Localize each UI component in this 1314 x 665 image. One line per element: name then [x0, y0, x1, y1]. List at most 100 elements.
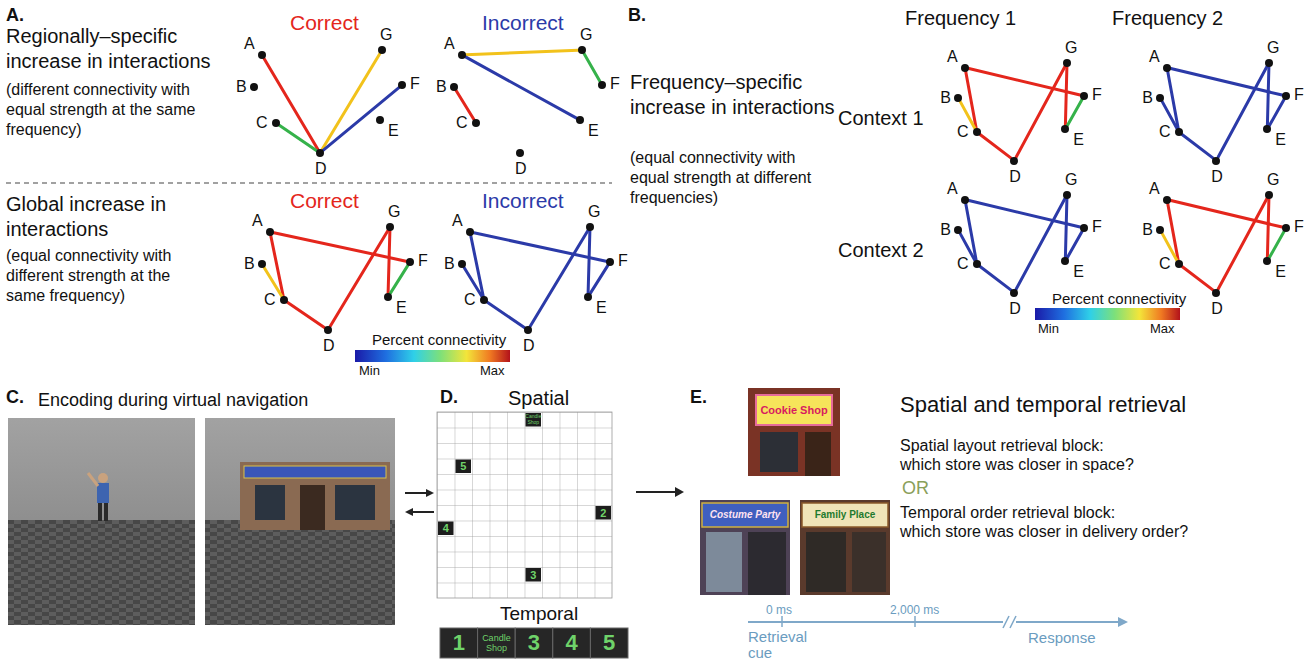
flow-arrow — [405, 508, 413, 516]
node-letter: A — [244, 35, 255, 53]
graph-node: F — [406, 258, 414, 266]
connectivity-edge — [1267, 199, 1268, 258]
node-letter: A — [947, 48, 958, 66]
store-photo — [800, 500, 890, 595]
graph-node: D — [324, 326, 332, 334]
graph-node: E — [1061, 125, 1069, 133]
connectivity-edge — [1065, 67, 1066, 126]
node-letter: A — [252, 212, 263, 230]
node-letter: A — [452, 212, 463, 230]
graph-node: B — [954, 226, 962, 234]
node-letter: F — [618, 252, 628, 270]
panel-letter: A. — [6, 4, 24, 26]
graph-node: G — [386, 223, 394, 231]
task-or-slot: OR — [902, 477, 929, 499]
store-sign-slot: Costume Party — [702, 503, 788, 527]
node-letter: B — [940, 89, 951, 107]
graph-node: G — [1265, 191, 1273, 199]
timeline-label: 2,000 ms — [890, 603, 939, 617]
condition-title-slot: Correct — [290, 188, 359, 213]
navigation-screenshot — [335, 485, 375, 520]
colorbar-tick-slot: Min — [1038, 321, 1059, 337]
panel-letter-slot: D. — [440, 386, 458, 408]
timeline — [914, 616, 916, 627]
condition-title: Incorrect — [482, 10, 564, 35]
task-question-slot: which store was closer in delivery order… — [900, 522, 1188, 541]
column-title: Frequency 2 — [1112, 6, 1223, 30]
store-photo — [806, 532, 846, 592]
sequence-cell: 4 — [553, 631, 591, 655]
connectivity-edge — [1182, 267, 1213, 291]
store-photo — [802, 503, 888, 527]
graph-node: D — [516, 149, 524, 157]
hypothesis-note: (different connectivity with equal stren… — [6, 80, 206, 140]
panel-title: Spatial and temporal retrieval — [900, 392, 1186, 418]
condition-title: Incorrect — [482, 188, 564, 213]
sequence-cell-slot: 5 — [590, 628, 628, 658]
node-letter: C — [1159, 255, 1171, 273]
condition-title-slot: Incorrect — [482, 10, 564, 35]
connectivity-edge — [1182, 135, 1213, 159]
sequence-cell: 1 — [440, 631, 478, 655]
panel-letter-slot: C. — [6, 386, 24, 408]
node-letter: F — [1092, 218, 1102, 236]
grid-store: 3 — [525, 569, 543, 581]
graph-node: F — [1080, 92, 1088, 100]
connectivity-edge — [1016, 198, 1065, 289]
graph-node: A — [1163, 64, 1171, 72]
connectivity-edge — [1269, 231, 1284, 257]
graph-node: A — [458, 51, 466, 59]
panel-divider — [6, 182, 612, 183]
graph-node: C — [472, 119, 480, 127]
graph-node: F — [598, 81, 606, 89]
panel-title-slot: Spatial and temporal retrieval — [900, 392, 1186, 418]
task-question: which store was closer in space? — [900, 455, 1134, 474]
timeline-label-slot: Response — [1028, 629, 1096, 647]
flow-arrow — [412, 511, 434, 513]
connectivity-edge — [1067, 231, 1082, 257]
panel-title: Spatial — [508, 386, 569, 410]
timeline — [1003, 616, 1009, 628]
node-letter: G — [588, 203, 600, 221]
grid-store-slot: Candle Shop — [525, 412, 543, 428]
connectivity-edge — [466, 57, 577, 118]
grid-store-slot: 4 — [437, 521, 455, 537]
connectivity-edge — [1218, 198, 1267, 289]
navigation-screenshot — [255, 485, 285, 520]
connectivity-edge — [330, 230, 388, 326]
hypothesis-heading: Global increase in interactions — [6, 192, 241, 242]
graph-node: G — [1063, 59, 1071, 67]
timeline-label-slot: 0 ms — [766, 603, 792, 617]
panel-title: Encoding during virtual navigation — [38, 389, 308, 411]
navigation-screenshot — [8, 418, 395, 625]
hypothesis-note: (equal connectivity with different stren… — [6, 246, 211, 306]
connectivity-edge — [264, 58, 318, 149]
condition-title: Correct — [290, 188, 359, 213]
spatial-grid — [437, 412, 612, 598]
store-photo — [702, 503, 788, 527]
graph-node: G — [586, 223, 594, 231]
condition-title-slot: Correct — [290, 10, 359, 35]
connectivity-edge — [1016, 66, 1065, 157]
graph-node: C — [973, 128, 981, 136]
node-letter: F — [1092, 86, 1102, 104]
navigation-screenshot — [205, 418, 395, 625]
panel-divider — [6, 183, 612, 184]
hypothesis-note: (equal connectivity with equal strength … — [630, 148, 825, 208]
task-or: OR — [902, 477, 929, 499]
node-letter: F — [418, 252, 428, 270]
store-photo — [700, 500, 790, 595]
graph-node: D — [316, 149, 324, 157]
node-letter: A — [947, 180, 958, 198]
task-question-slot: Temporal order retrieval block: — [900, 503, 1115, 522]
graph-node: B — [1156, 226, 1164, 234]
colorbar-tick: Max — [1150, 321, 1175, 337]
node-letter: E — [1275, 263, 1286, 281]
graph-node: A — [1163, 196, 1171, 204]
temporal-sequence — [515, 628, 553, 658]
navigation-screenshot — [8, 520, 195, 625]
spatial-grid — [438, 522, 454, 536]
panel-title: Temporal — [500, 602, 578, 625]
graph-node: C — [1175, 128, 1183, 136]
graph-node: B — [458, 260, 466, 268]
